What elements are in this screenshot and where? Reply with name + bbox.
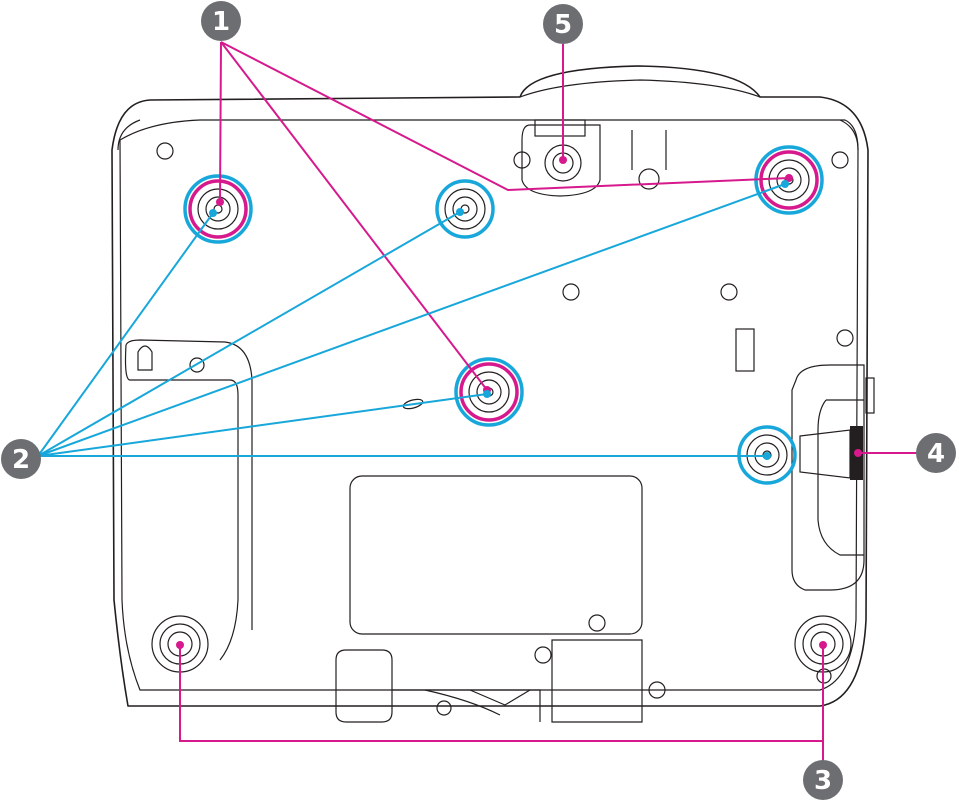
leader-dots: [176, 156, 862, 649]
callout-3: 3: [803, 760, 843, 800]
callout-number: 1: [212, 7, 230, 37]
callout-1: 1: [201, 1, 241, 41]
slot: [735, 328, 755, 372]
screw-hole: [156, 142, 174, 160]
screw-hole: [588, 614, 606, 632]
callout-number: 2: [12, 445, 30, 475]
screw-hole: [720, 283, 738, 301]
callout-2: 2: [1, 439, 41, 479]
lamp-cover: [349, 475, 643, 635]
screw-hole: [189, 357, 205, 373]
callout-4: 4: [916, 433, 956, 473]
screw-hole: [534, 646, 552, 664]
callout-badge: [201, 1, 241, 41]
screw-hole: [836, 329, 854, 347]
callout-badge: [803, 760, 843, 800]
center-foot: [454, 357, 524, 427]
leaders-2: [37, 183, 786, 457]
leaders-3: [179, 645, 824, 772]
callout-number: 5: [554, 10, 572, 40]
housing-inner-line: [119, 119, 859, 691]
front-foot-left: [183, 174, 253, 244]
housing-outline: [111, 65, 869, 707]
screw-hole: [648, 681, 666, 699]
callout-badge: [543, 4, 583, 44]
cyan-foot-top-middle: [435, 179, 495, 239]
callout-badge: [916, 433, 956, 473]
left-recess: [124, 339, 253, 661]
leaders-1: [219, 41, 790, 391]
callout-5: 5: [543, 4, 583, 44]
callout-number: 3: [814, 766, 832, 796]
callout-number: 4: [927, 439, 945, 469]
screw-hole: [831, 151, 849, 169]
right-side-panel: [791, 364, 865, 591]
screw-hole: [436, 700, 452, 716]
callout-badge: [1, 439, 41, 479]
screw-hole: [562, 283, 580, 301]
security-bracket: [521, 124, 601, 197]
top-handle: [519, 79, 761, 98]
